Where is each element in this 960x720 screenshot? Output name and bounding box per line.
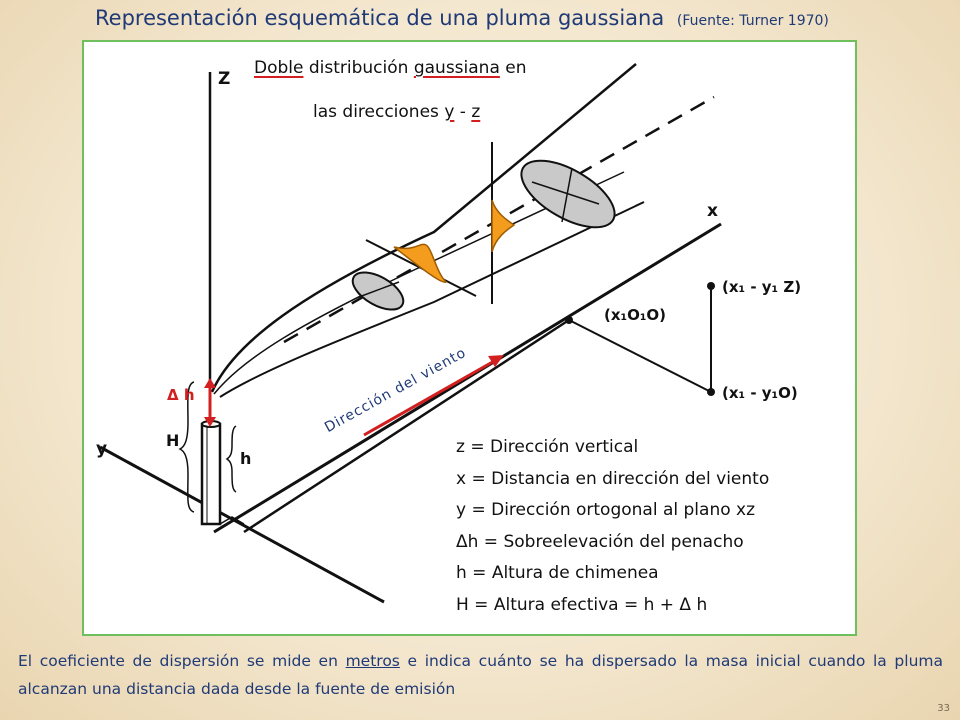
far-cross-line-1 — [531, 181, 600, 205]
title-source: (Fuente: Turner 1970) — [676, 13, 829, 29]
heading-word-gaussiana: gaussiana — [413, 58, 500, 78]
delta-h-arrowhead-bottom — [204, 417, 216, 427]
diagram-panel: Z x y H h (x₁ - y₁ Z) (x₁O₁O) (x₁ - y₁O)… — [82, 40, 857, 636]
footer-note: El coeficiente de dispersión se mide en … — [18, 647, 943, 703]
page-number: 33 — [937, 703, 950, 714]
heading2-sep: - — [454, 102, 472, 122]
cross-section-near — [351, 271, 405, 311]
gaussian-curve-vertical — [491, 199, 516, 253]
point-label-3: (x₁ - y₁O) — [722, 384, 798, 402]
delta-h-arrowhead-top — [204, 378, 216, 388]
point-label-2: (x₁O₁O) — [604, 306, 666, 324]
point-marker-2 — [565, 316, 573, 324]
legend-item: Δh = Sobreelevación del penacho — [456, 531, 744, 552]
legend-item: H = Altura efectiva = h + Δ h — [456, 594, 708, 615]
point-label-1: (x₁ - y₁ Z) — [722, 278, 801, 296]
brace-H — [178, 381, 195, 513]
heading2-y: y — [444, 102, 455, 122]
axis-x-label: x — [707, 201, 718, 221]
legend-item: y = Dirección ortogonal al plano xz — [456, 500, 756, 520]
brace-h — [225, 425, 237, 493]
legend-item: z = Dirección vertical — [456, 437, 639, 457]
heading-word-distribucion: distribución — [303, 58, 414, 78]
heading2-z: z — [471, 102, 481, 122]
plume-inner-line — [213, 171, 625, 395]
heading2-prefix: las direcciones — [313, 102, 445, 122]
far-cross-line-2 — [561, 167, 573, 223]
wind-arrow-line — [363, 358, 497, 437]
y-axis-line — [99, 445, 385, 604]
gaussian-curve-horizontal — [393, 243, 448, 283]
axis-y-label: y — [96, 439, 107, 459]
diagram-heading-line2: las direcciones y - z — [313, 102, 480, 122]
legend-item: h = Altura de chimenea — [456, 563, 659, 583]
wind-arrowhead — [488, 355, 504, 367]
stack-h-label: h — [240, 449, 251, 468]
stack-base-angle — [219, 516, 245, 525]
axis-z-label: Z — [218, 69, 230, 89]
title-main: Representación esquemática de una pluma … — [95, 6, 665, 30]
point-marker-1 — [707, 282, 715, 290]
near-cross-line — [358, 281, 400, 298]
heading-word-en: en — [499, 58, 527, 78]
footer-link-metros[interactable]: metros — [345, 652, 400, 670]
projection-line-1 — [568, 319, 712, 393]
point-marker-3 — [707, 388, 715, 396]
stack-H-label: H — [166, 431, 179, 450]
plume-diagram: Z x y H h (x₁ - y₁ Z) (x₁O₁O) (x₁ - y₁O) — [96, 63, 801, 604]
legend-item: x = Distancia en dirección del viento — [456, 468, 770, 489]
ground-front-line — [243, 318, 570, 534]
heading-word-doble: Doble — [254, 58, 304, 78]
delta-h-label: Δ h — [167, 386, 195, 404]
plume-upper-edge — [210, 63, 637, 393]
diagram-heading: Doble distribución gaussiana en — [254, 58, 527, 78]
footer-text-2: e indica cuánto se ha dispersado la masa… — [18, 652, 944, 698]
x-axis-line — [213, 222, 722, 534]
chimney-stack — [200, 422, 222, 526]
slide-title: Representación esquemática de una pluma … — [95, 6, 915, 30]
footer-text-1: El coeficiente de dispersión se mide en — [18, 652, 346, 670]
legend-list: z = Dirección vertical x = Distancia en … — [456, 432, 769, 621]
plume-lower-edge — [219, 201, 645, 398]
